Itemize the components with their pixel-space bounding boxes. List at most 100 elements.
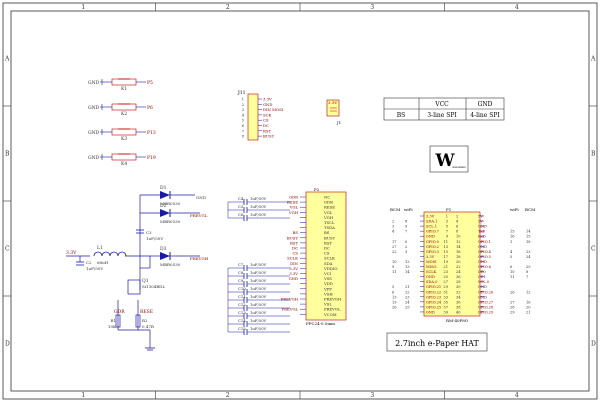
header40-pin-number: 16 [456, 250, 461, 254]
bcm-number: 24 [526, 255, 531, 259]
col-head-wpi-left: wiPi [404, 207, 413, 212]
header40-pin-number: 15 [443, 250, 448, 254]
j11-net-label: DIN MOSI [263, 107, 284, 112]
bcm-number: 20 [526, 305, 531, 309]
cap-value: 1uF/50V [250, 294, 267, 299]
diode-symbol [160, 191, 170, 199]
grid-row-label-left: A [4, 56, 10, 63]
table-cell-3line: 3-line SPI [427, 112, 457, 119]
fpc-net-label: DC [292, 246, 298, 251]
bcm-number: 15 [526, 235, 531, 239]
bcm-number: 4 [392, 230, 395, 234]
cap-ref: C12 [238, 302, 246, 307]
bcm-number: 8 [526, 270, 529, 274]
header40-left-net: SDA.1 [426, 220, 437, 224]
j11-pin-number: 6 [242, 124, 244, 128]
header40-right-net: GND [478, 285, 487, 289]
mosfet-part: Si1304BDL [142, 284, 165, 289]
pushbutton-symbol [111, 103, 137, 111]
fpc-pin-name: TSCL [324, 220, 335, 225]
inductor-ref: L1 [97, 245, 103, 251]
fpc-pin-name: SDA [324, 261, 333, 266]
header40-left-net: GPIO.23 [426, 295, 442, 299]
fpc-pin-name: VDDIO [323, 266, 337, 271]
grid-col-label-top: 1 [81, 4, 85, 11]
header40-left-net: SCL.1 [426, 225, 437, 229]
wiringpi-number: 29 [510, 310, 515, 314]
header40-pin-number: 29 [443, 285, 448, 289]
diode-part: MBR0530 [160, 219, 181, 224]
fpc-net-label: RESE [287, 200, 298, 205]
gnd-label: GND [88, 155, 100, 161]
sheet-inner-border [10, 10, 590, 392]
bcm-number: 14 [526, 230, 531, 234]
resistor-value: 10K [108, 324, 117, 329]
net-prevgh: PREVGH [190, 256, 209, 261]
wiringpi-number: 25 [405, 305, 410, 309]
cap-value: 1uF/50V [250, 278, 267, 283]
fpc-pin-name: VSS [323, 276, 332, 281]
header40-pin-number: 39 [443, 310, 448, 314]
diode-ref: D3 [160, 246, 167, 252]
grid-col-label-bottom: 4 [515, 392, 519, 399]
fpc-body [305, 191, 347, 321]
bcm-number: 26 [392, 305, 397, 309]
wiringpi-number: 10 [510, 270, 515, 274]
cap-value: 1uF/50V [146, 236, 163, 241]
border-grid-marks [3, 3, 597, 399]
wiringpi-number: 5 [510, 255, 513, 259]
button-net: P19 [147, 155, 156, 161]
header40-pin-number: 9 [446, 235, 449, 239]
fpc-connector: P2 FPC24-0.5mm NCGDRGDRRESERESEVGLVGLVGH… [281, 187, 347, 326]
header40-right-net: GPIO.26 [478, 290, 494, 294]
cap-ref: C13 [238, 310, 246, 315]
header40-right-net: TxD [478, 230, 485, 234]
button-ref: K2 [121, 111, 127, 117]
j11-pin-number: 2 [242, 103, 244, 107]
cap-ref: C15 [238, 326, 246, 331]
wiringpi-number: 6 [510, 265, 513, 269]
j1-ref: J1 [336, 120, 341, 125]
fpc-pin-name: PREVGL [324, 307, 341, 312]
fpc-ref: P2 [314, 187, 320, 192]
header40-pin-number: 18 [456, 255, 461, 259]
grid-row-label-right: D [591, 341, 596, 348]
header40-pin-number: 11 [443, 240, 448, 244]
j11-net-label: SCK [263, 112, 272, 117]
wiringpi-number: 22 [405, 290, 410, 294]
gnd-label: GND [88, 105, 100, 111]
header40-pin-number: 6 [456, 225, 459, 229]
col-head-bcm-left: BCM [390, 207, 400, 212]
header40-pin-number: 21 [443, 265, 448, 269]
cap-ref: C3 [146, 230, 152, 235]
col-head-bcm-right: BCM [525, 207, 535, 212]
header40-pin-number: 34 [456, 295, 461, 299]
pushbutton-symbol [111, 78, 137, 86]
header40-pin-number: 35 [443, 300, 448, 304]
fpc-net-label: RST [290, 240, 298, 245]
wiringpi-number: 16 [510, 235, 515, 239]
header40-right-net: 5V [478, 220, 483, 224]
wiringpi-number: 8 [405, 220, 408, 224]
header40-right-net: GPIO.29 [478, 310, 494, 314]
fpc-net-label: 3.3V [289, 271, 298, 276]
table-head-gnd: GND [478, 101, 493, 108]
header40-pin-number: 26 [456, 275, 461, 279]
mosfet-symbol [127, 279, 141, 295]
header40-pin-number: 14 [456, 245, 461, 249]
cap-value: 1uF/50V [250, 270, 267, 275]
j11-net-label: RST [263, 128, 271, 133]
inductor-coil [109, 251, 119, 257]
j11-net-label: DC [263, 123, 269, 128]
fpc-pin-name: VSL [323, 302, 332, 307]
wiringpi-number: 13 [405, 265, 410, 269]
table-head-vcc: VCC [434, 101, 449, 108]
header40-pin-number: 7 [446, 230, 449, 234]
header40-left-net: MISO [426, 265, 437, 269]
button-ref: K4 [121, 161, 127, 167]
fpc-pin-name: VDD [323, 281, 333, 286]
inductor-coil [101, 251, 111, 257]
